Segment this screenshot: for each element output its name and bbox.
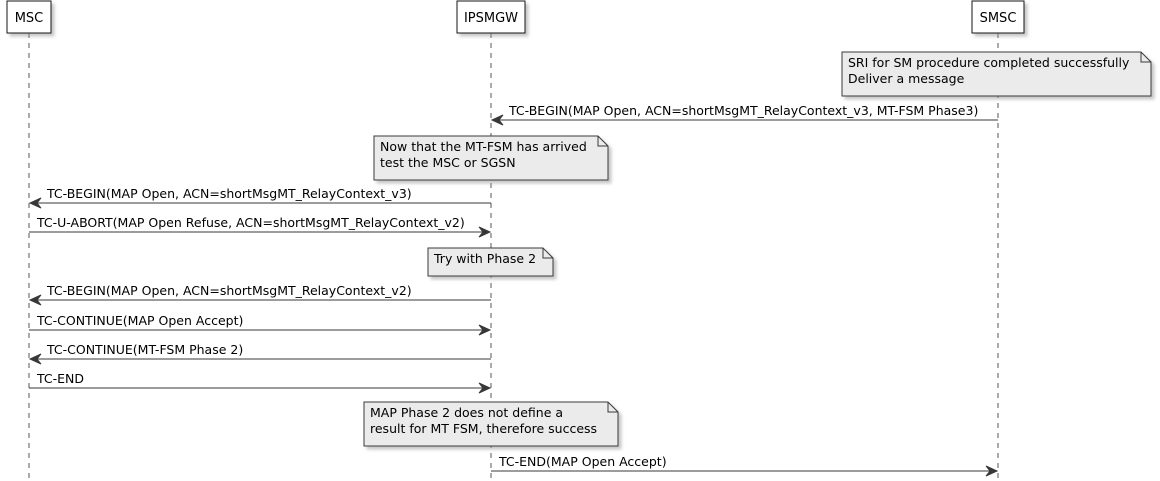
note-text: Try with Phase 2 (433, 251, 536, 266)
arrowhead (28, 197, 42, 209)
note-text: Deliver a message (848, 71, 965, 86)
note-fold (607, 402, 618, 413)
note-text: result for MT FSM, therefore success (370, 421, 597, 436)
arrowhead (490, 114, 504, 126)
note-body (841, 51, 1152, 97)
note-fold (1140, 52, 1151, 63)
note-body (427, 247, 554, 277)
arrowhead (985, 465, 999, 477)
participant-msc: MSC (6, 0, 52, 34)
participant-ipsmgw: IPSMGW (456, 0, 526, 34)
message-label: TC-BEGIN(MAP Open, ACN=shortMsgMT_RelayC… (508, 103, 978, 118)
note-fold (597, 136, 608, 147)
message: TC-CONTINUE(MAP Open Accept) (29, 313, 492, 336)
participant-box (971, 0, 1025, 34)
participant-label: IPSMGW (464, 11, 518, 26)
message-label: TC-CONTINUE(MT-FSM Phase 2) (46, 342, 243, 357)
message: TC-BEGIN(MAP Open, ACN=shortMsgMT_RelayC… (28, 283, 491, 306)
message-label: TC-END(MAP Open Accept) (498, 454, 667, 469)
message: TC-END (29, 371, 492, 394)
message: TC-U-ABORT(MAP Open Refuse, ACN=shortMsg… (29, 215, 492, 238)
arrowhead (478, 382, 492, 394)
note-text: SRI for SM procedure completed successfu… (848, 55, 1130, 70)
note-body (373, 135, 609, 181)
participant-smsc: SMSC (971, 0, 1025, 34)
message: TC-END(MAP Open Accept) (491, 454, 999, 477)
message: TC-BEGIN(MAP Open, ACN=shortMsgMT_RelayC… (490, 103, 998, 126)
participant-box (456, 0, 526, 34)
arrowhead (478, 324, 492, 336)
arrowhead (28, 353, 42, 365)
note-fold (542, 248, 553, 259)
participant-box (6, 0, 52, 34)
note-text: MAP Phase 2 does not define a (370, 405, 563, 420)
participant-label: MSC (15, 11, 44, 26)
note: SRI for SM procedure completed successfu… (841, 51, 1152, 97)
note-text: Now that the MT-FSM has arrived (380, 139, 587, 154)
message-label: TC-BEGIN(MAP Open, ACN=shortMsgMT_RelayC… (46, 283, 412, 298)
message: TC-CONTINUE(MT-FSM Phase 2) (28, 342, 491, 365)
message-label: TC-U-ABORT(MAP Open Refuse, ACN=shortMsg… (36, 215, 465, 230)
arrowhead (478, 226, 492, 238)
note-body (363, 401, 619, 447)
message: TC-BEGIN(MAP Open, ACN=shortMsgMT_RelayC… (28, 186, 491, 209)
arrowhead (28, 294, 42, 306)
note-text: test the MSC or SGSN (380, 155, 516, 170)
participant-label: SMSC (980, 11, 1017, 26)
message-label: TC-CONTINUE(MAP Open Accept) (36, 313, 243, 328)
message-label: TC-END (36, 371, 84, 386)
note: Try with Phase 2 (427, 247, 554, 277)
message-label: TC-BEGIN(MAP Open, ACN=shortMsgMT_RelayC… (46, 186, 412, 201)
